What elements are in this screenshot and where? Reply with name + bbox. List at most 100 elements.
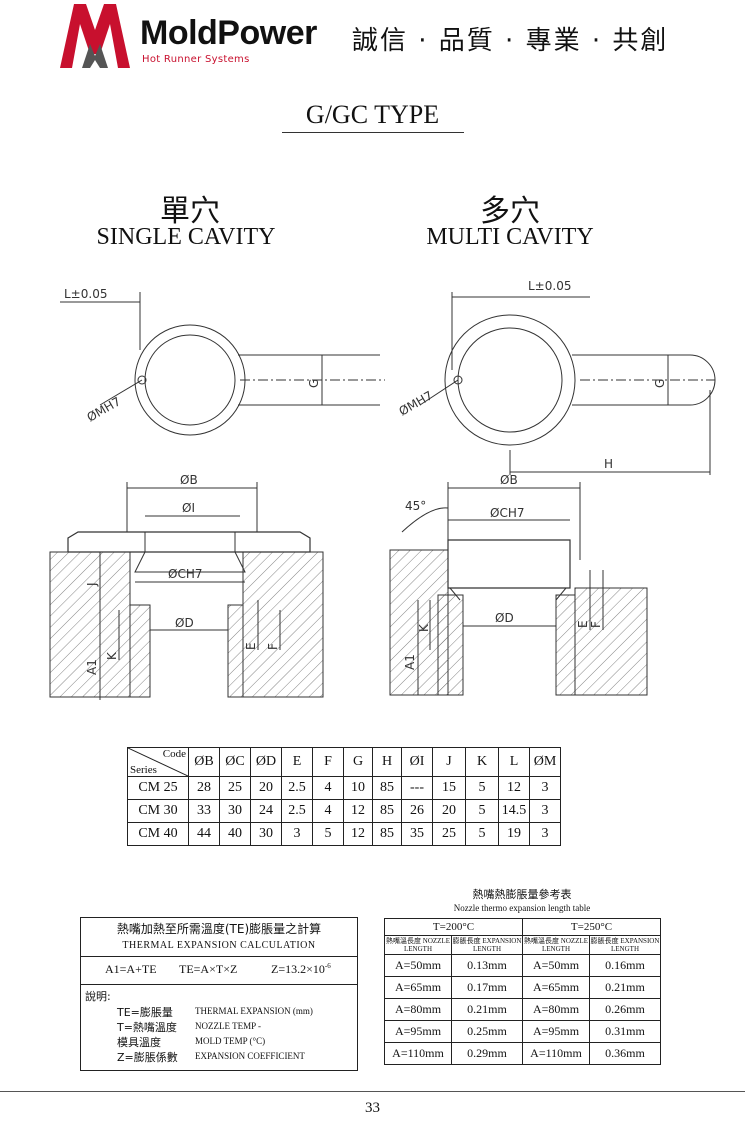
value-cell: --- [401,776,433,800]
explain-label: 說明: [85,990,111,1003]
table-row: A=110mm 0.29mm A=110mm 0.36mm [384,1042,661,1065]
series-cell: CM 25 [127,776,189,800]
value-cell: 15 [432,776,466,800]
label-F-single: F [266,643,280,650]
table-row: CM 40 44 40 30 3 5 12 85 35 25 5 19 3 [127,822,561,846]
ref-temp-200: T=200°C [384,918,523,936]
value-cell: 85 [372,822,402,846]
label-D-multi: ØD [495,611,514,625]
formula-te: TE=A×T×Z [179,962,238,976]
value-cell: 26 [401,799,433,823]
page-number: 33 [365,1100,380,1116]
ref-cell: A=50mm [384,954,452,977]
value-cell: 25 [432,822,466,846]
explain-zh: TE=膨脹量 [117,1006,173,1019]
ref-cell: 0.21mm [589,976,661,999]
ref-cell: A=110mm [522,1042,590,1065]
ref-title-zh: 熱嘴熱膨脹量參考表 [472,888,572,901]
value-cell: 85 [372,776,402,800]
table-row: A=80mm 0.21mm A=80mm 0.26mm [384,998,661,1021]
series-cell: CM 30 [127,799,189,823]
spec-corner-cell: Code Series [127,747,189,777]
value-cell: 28 [188,776,220,800]
ref-cell: 0.29mm [451,1042,523,1065]
header-cell: H [372,747,402,777]
header-cell: ØD [250,747,282,777]
label-J: J [85,582,99,587]
ref-cell: A=50mm [522,954,590,977]
label-angle: 45° [405,499,426,513]
value-cell: 20 [432,799,466,823]
title-underline [282,132,464,133]
value-cell: 5 [465,799,499,823]
slogan: 誠信 · 品質 · 專業 · 共創 [352,26,669,56]
ref-cell: A=65mm [384,976,452,999]
table-row: A=65mm 0.17mm A=65mm 0.21mm [384,976,661,999]
corner-series: Series [130,764,157,776]
ref-cell: A=95mm [522,1020,590,1043]
value-cell: 30 [250,822,282,846]
ref-cell: A=80mm [384,998,452,1021]
label-K-single: K [105,651,119,660]
table-row: CM 25 28 25 20 2.5 4 10 85 --- 15 5 12 3 [127,776,561,800]
ref-cell: 0.21mm [451,998,523,1021]
header-cell: L [498,747,530,777]
page-title: G/GC TYPE [305,100,440,129]
label-F-multi: F [589,621,603,628]
value-cell: 25 [219,776,251,800]
multi-cavity-en: MULTI CAVITY [426,224,594,250]
header-cell: G [343,747,373,777]
ref-sub-cell: 熱嘴溫長度 NOZZLE LENGTH [384,935,452,955]
spec-table: Code Series ØB ØC ØD E F G H ØI J K L ØM… [127,747,561,846]
value-cell: 24 [250,799,282,823]
label-K-multi: K [417,623,431,632]
value-cell: 3 [281,822,313,846]
label-E-single: E [244,642,258,650]
label-C-single: ØCH7 [168,567,202,581]
value-cell: 40 [219,822,251,846]
ref-cell: A=110mm [384,1042,452,1065]
ref-sub-cell: 熱嘴溫長度 NOZZLE LENGTH [522,935,590,955]
formula-z-base: Z=13.2×10 [271,962,325,976]
label-D-single: ØD [175,616,194,630]
label-L-single: L±0.05 [64,287,107,301]
formula-a1: A1=A+TE [105,962,157,976]
value-cell: 12 [343,799,373,823]
label-A1-single: A1 [85,659,99,675]
brand-name: MoldPower [140,14,317,52]
value-cell: 2.5 [281,776,313,800]
table-row: A=50mm 0.13mm A=50mm 0.16mm [384,954,661,977]
value-cell: 12 [498,776,530,800]
ref-cell: A=80mm [522,998,590,1021]
single-cavity-zh: 單穴 [160,194,220,229]
multi-cavity-zh: 多穴 [480,194,540,229]
header-cell: F [312,747,344,777]
header-cell: J [432,747,466,777]
value-cell: 85 [372,799,402,823]
ref-cell: 0.13mm [451,954,523,977]
thermal-calc-box: 熱嘴加熱至所需溫度(TE)膨脹量之計算 THERMAL EXPANSION CA… [80,917,358,1071]
formula-z-exp: -6 [324,962,331,970]
value-cell: 20 [250,776,282,800]
value-cell: 33 [188,799,220,823]
ref-sub-cell: 膨脹長度 EXPANSION LENGTH [451,935,523,955]
brand-subtitle: Hot Runner Systems [142,54,250,65]
thermal-title-en: THERMAL EXPANSION CALCULATION [122,940,316,951]
label-H: H [604,457,613,471]
value-cell: 3 [529,799,561,823]
value-cell: 4 [312,799,344,823]
value-cell: 3 [529,776,561,800]
label-C-multi: ØCH7 [490,506,524,520]
technical-drawing: L±0.05 L±0.05 ØMH7 ØMH7 G G H ØB ØB ØI Ø… [49,279,716,700]
ref-cell: 0.25mm [451,1020,523,1043]
footer-divider [0,1091,745,1092]
label-B-single: ØB [180,473,198,487]
label-B-multi: ØB [500,473,518,487]
table-row: A=95mm 0.25mm A=95mm 0.31mm [384,1020,661,1043]
value-cell: 5 [465,822,499,846]
value-cell: 12 [343,822,373,846]
explain-zh: Z=膨脹係數 [117,1051,178,1064]
label-A1-multi: A1 [403,654,417,670]
explain-zh: T=熱嘴溫度 [117,1021,177,1034]
value-cell: 35 [401,822,433,846]
